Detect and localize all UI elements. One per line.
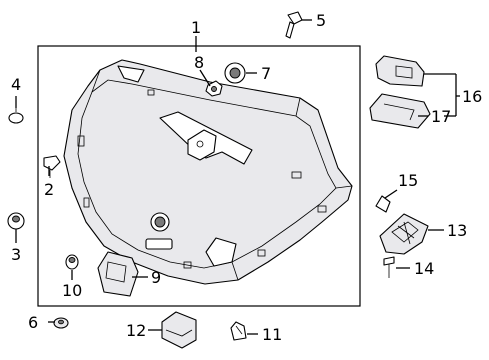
part-12-switch (161, 311, 197, 349)
callout-2: 2 (44, 180, 54, 199)
callout-17: 17 (431, 107, 451, 126)
callout-10: 10 (62, 281, 82, 300)
callout-9: 9 (151, 268, 161, 287)
callout-14: 14 (414, 259, 434, 278)
part-14-bolt (383, 256, 395, 278)
part-8-nut (205, 80, 223, 97)
part-6-washer (53, 317, 69, 329)
callout-4: 4 (11, 75, 21, 94)
callout-11: 11 (262, 325, 282, 344)
leader-lines (15, 19, 460, 335)
part-3-grommet (7, 212, 25, 230)
callout-5: 5 (316, 11, 326, 30)
callout-12: 12 (126, 321, 146, 340)
part-17-bracket (369, 93, 431, 129)
part-5-bolt (285, 11, 303, 39)
part-13-lamp-housing (379, 213, 429, 255)
callout-15: 15 (398, 171, 418, 190)
callout-6: 6 (28, 313, 38, 332)
part-9-latch-cover (97, 251, 139, 297)
callout-1: 1 (191, 18, 201, 37)
callout-16: 16 (462, 87, 482, 106)
part-2-push-clip (43, 155, 61, 178)
part-16-module (375, 55, 425, 87)
callout-8: 8 (194, 53, 204, 72)
callout-7: 7 (261, 64, 271, 83)
part-15-clip (375, 195, 391, 213)
assembly-frame (37, 45, 361, 307)
trunk-lid-trim-panel (63, 59, 353, 285)
part-10-clip (65, 254, 79, 270)
part-7-grommet (224, 62, 246, 84)
part-11-retainer (230, 321, 247, 341)
callout-13: 13 (447, 221, 467, 240)
callout-3: 3 (11, 245, 21, 264)
